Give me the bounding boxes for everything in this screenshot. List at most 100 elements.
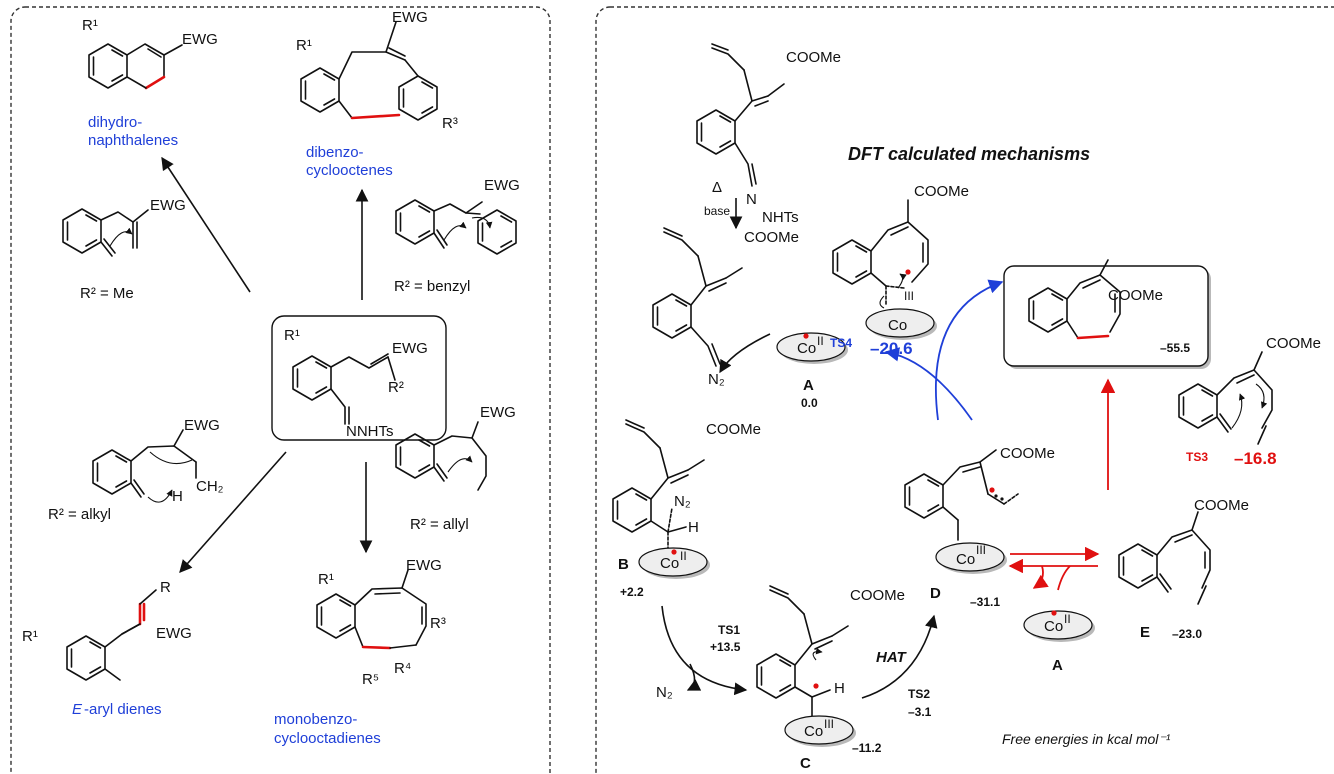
diazo-n2: N₂ xyxy=(708,371,725,388)
ts3-ester: COOMe xyxy=(1266,335,1321,352)
ts4-label: TS4 xyxy=(830,336,852,350)
ts3-energy: –16.8 xyxy=(1234,449,1277,468)
product-ester: COOMe xyxy=(1108,287,1163,304)
arrow-to-e-aryl-diene xyxy=(179,451,287,573)
alkyl-ch2: CH₂ xyxy=(196,478,224,495)
d-energy: –31.1 xyxy=(970,595,1000,609)
ts2-step: HAT TS2 –3.1 xyxy=(861,614,938,719)
arrow-to-dihydronaphthalene xyxy=(161,156,251,293)
ts2-energy: –3.1 xyxy=(908,705,932,719)
ts4-co: Co xyxy=(888,317,907,334)
ts1-n2: N₂ xyxy=(656,684,673,701)
catalyst-a-bottom-ox: II xyxy=(1064,612,1071,626)
ts1-energy: +13.5 xyxy=(710,640,741,654)
dihydro-name-2: naphthalenes xyxy=(88,132,178,149)
b-energy: +2.2 xyxy=(620,585,644,599)
ts3-label: TS3 xyxy=(1186,450,1208,464)
intermediate-b: COOMe N₂ H Co II B +2.2 xyxy=(612,419,761,599)
dibenzo-name-1: dibenzo- xyxy=(306,144,364,161)
me-pathway-intermediate: EWG R² = Me xyxy=(62,197,186,302)
substrate-r2: R² xyxy=(388,379,404,396)
energy-units-footer: Free energies in kcal mol⁻¹ xyxy=(1002,731,1171,747)
c-ester: COOMe xyxy=(850,587,905,604)
product-energy: –55.5 xyxy=(1160,341,1190,355)
substrate-delta: Δ xyxy=(712,179,722,196)
catalyst-a-top: Co II A 0.0 xyxy=(776,332,848,410)
mono-name-2: cyclooctadienes xyxy=(274,730,381,747)
diene-name-rest: -aryl dienes xyxy=(84,701,162,718)
e-label: E xyxy=(1140,624,1150,641)
c-ox: III xyxy=(824,717,834,731)
b-ester: COOMe xyxy=(706,421,761,438)
ts1-step: TS1 +13.5 N₂ xyxy=(656,605,748,701)
mono-name-1: monobenzo- xyxy=(274,711,357,728)
e-energy: –23.0 xyxy=(1172,627,1202,641)
diazo-ester: COOMe xyxy=(744,229,799,246)
substrate-base: base xyxy=(704,204,730,218)
dibenzo-r1: R¹ xyxy=(296,37,312,54)
allyl-pathway-intermediate: EWG R² = allyl xyxy=(395,404,516,533)
e-aryl-diene-product: R R¹ EWG E -aryl dienes xyxy=(22,579,192,718)
ts4-structure: COOMe Co III TS4 –20.6 xyxy=(830,183,969,358)
diene-r: R xyxy=(160,579,171,596)
left-panel-border xyxy=(10,6,551,774)
mechanism-substrate: COOMe N NHTs Δ base xyxy=(696,43,841,226)
alkyl-h: H xyxy=(172,488,183,505)
right-panel-border xyxy=(595,6,1334,774)
catalyst-a-top-label: A xyxy=(803,377,814,394)
intermediate-e: COOMe E –23.0 xyxy=(1118,497,1249,641)
ts4-energy: –20.6 xyxy=(870,339,913,358)
blue-arrow-to-ts4 xyxy=(884,347,973,421)
alkyl-pathway-intermediate: EWG CH₂ H R² = alkyl xyxy=(48,417,224,523)
d-ox: III xyxy=(976,543,986,557)
dihydro-r1: R¹ xyxy=(82,17,98,34)
dibenzo-name-2: cyclooctenes xyxy=(306,162,393,179)
ts2-hat: HAT xyxy=(876,649,908,666)
b-label: B xyxy=(618,556,629,573)
benzyl-ewg: EWG xyxy=(484,177,520,194)
catalyst-a-bottom: Co II A xyxy=(1023,610,1095,674)
catalyst-a-top-energy: 0.0 xyxy=(801,396,818,410)
benzyl-condition: R² = benzyl xyxy=(394,278,470,295)
diazo-intermediate: COOMe N₂ xyxy=(652,227,799,388)
dibenzo-r3: R³ xyxy=(442,115,458,132)
e-ester: COOMe xyxy=(1194,497,1249,514)
d-co: Co xyxy=(956,551,975,568)
monobenzocyclooctadiene-product: R¹ EWG R³ R⁴ R⁵ monobenzo- cyclooctadien… xyxy=(274,557,446,747)
ts3-structure: COOMe TS3 –16.8 xyxy=(1178,335,1321,468)
blue-arrow-to-product xyxy=(934,279,1004,421)
central-substrate: R¹ EWG R² NNHTs xyxy=(271,315,447,441)
substrate-ewg: EWG xyxy=(392,340,428,357)
c-co: Co xyxy=(804,723,823,740)
mechanism-title: DFT calculated mechanisms xyxy=(848,144,1090,164)
benzyl-pathway-intermediate: EWG R² = benzyl xyxy=(394,177,520,295)
c-label: C xyxy=(800,755,811,772)
d-e-equilibrium xyxy=(1008,546,1100,591)
b-n2: N₂ xyxy=(674,493,691,510)
mono-r3: R³ xyxy=(430,615,446,632)
diene-name-prefix: E xyxy=(72,701,83,718)
mono-r5: R⁵ xyxy=(362,671,379,688)
mono-ewg: EWG xyxy=(406,557,442,574)
dihydronaphthalene-product: R¹ EWG dihydro- naphthalenes xyxy=(82,17,218,149)
diene-r1: R¹ xyxy=(22,628,38,645)
catalyst-a-top-co: Co xyxy=(797,340,816,357)
c-h: H xyxy=(834,680,845,697)
catalyst-a-bottom-label: A xyxy=(1052,657,1063,674)
catalyst-a-bottom-co: Co xyxy=(1044,618,1063,635)
c-energy: –11.2 xyxy=(852,741,882,755)
dihydro-ewg: EWG xyxy=(182,31,218,48)
mono-r1: R¹ xyxy=(318,571,334,588)
me-ewg: EWG xyxy=(150,197,186,214)
substrate-hydrazone: NNHTs xyxy=(346,423,394,440)
b-ox: II xyxy=(680,549,687,563)
final-product: COOMe –55.5 xyxy=(1003,259,1211,369)
ts4-ox: III xyxy=(904,289,914,303)
mono-r4: R⁴ xyxy=(394,660,411,677)
allyl-ewg: EWG xyxy=(480,404,516,421)
substrate-nhts: NHTs xyxy=(762,209,799,226)
dibenzo-ewg: EWG xyxy=(392,9,428,26)
substrate-r1: R¹ xyxy=(284,327,300,344)
substrate-ester: COOMe xyxy=(786,49,841,66)
